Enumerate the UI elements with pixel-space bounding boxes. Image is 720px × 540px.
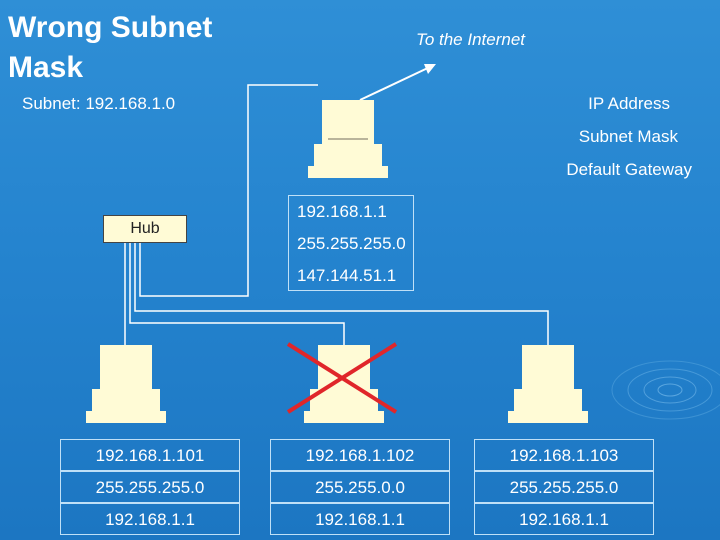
- host2-mask: 255.255.0.0: [270, 471, 450, 503]
- host1-computer-icon: [86, 345, 166, 423]
- hub-host3-wire: [134, 243, 549, 345]
- hub-box: Hub: [103, 215, 187, 243]
- router-ip: 192.168.1.1: [297, 202, 387, 221]
- ripple-decoration: [611, 360, 720, 420]
- hub-host2-wire: [129, 243, 345, 345]
- host2-ip: 192.168.1.102: [270, 439, 450, 471]
- legend-gateway: Default Gateway: [566, 160, 692, 179]
- internet-label: To the Internet: [416, 30, 526, 49]
- host1-config: 192.168.1.101 255.255.255.0 192.168.1.1: [60, 439, 240, 535]
- router-config: 192.168.1.1 255.255.255.0 147.144.51.1: [288, 195, 414, 291]
- host3-computer-icon: [508, 345, 588, 423]
- router-gateway: 147.144.51.1: [297, 266, 397, 285]
- internet-arrow-head: [424, 64, 436, 74]
- host2-gateway: 192.168.1.1: [270, 503, 450, 535]
- host2-config: 192.168.1.102 255.255.0.0 192.168.1.1: [270, 439, 450, 535]
- router-hub-wire: [139, 84, 318, 297]
- host1-gateway: 192.168.1.1: [60, 503, 240, 535]
- internet-arrow: [359, 65, 433, 101]
- router-mask: 255.255.255.0: [297, 234, 406, 253]
- host3-config: 192.168.1.103 255.255.255.0 192.168.1.1: [474, 439, 654, 535]
- host3-ip: 192.168.1.103: [474, 439, 654, 471]
- subnet-label: Subnet: 192.168.1.0: [22, 94, 176, 113]
- legend-ip: IP Address: [588, 94, 670, 113]
- host3-mask: 255.255.255.0: [474, 471, 654, 503]
- page-title: Wrong Subnet Mask: [8, 11, 213, 84]
- legend-mask: Subnet Mask: [578, 127, 678, 146]
- host3-gateway: 192.168.1.1: [474, 503, 654, 535]
- host1-ip: 192.168.1.101: [60, 439, 240, 471]
- error-cross-icon: [286, 342, 398, 414]
- router-computer-icon: [308, 100, 388, 178]
- host1-mask: 255.255.255.0: [60, 471, 240, 503]
